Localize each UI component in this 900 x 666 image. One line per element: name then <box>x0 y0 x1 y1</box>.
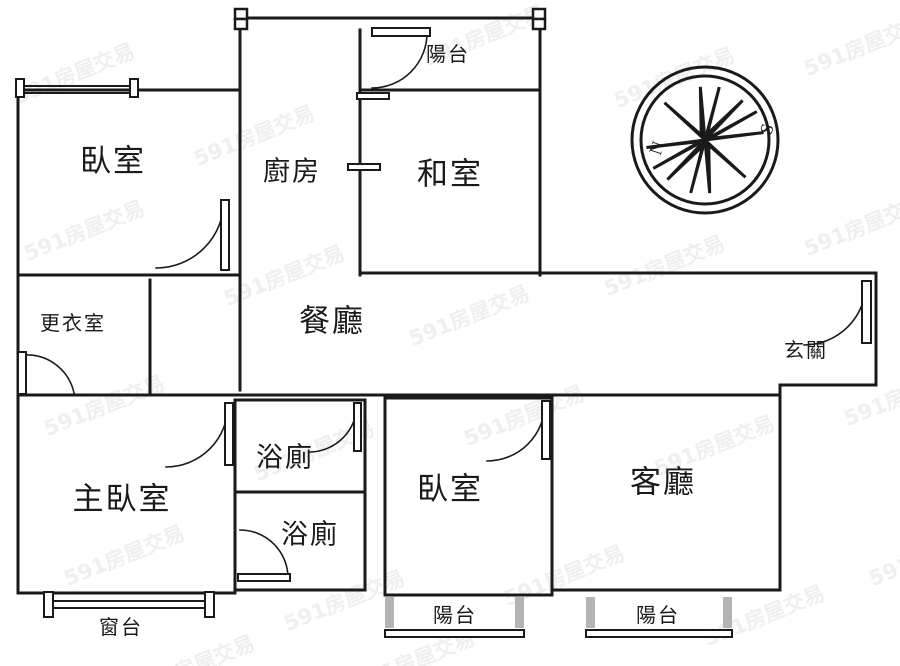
door-bedroom-bottom <box>486 400 551 462</box>
column-cap-left <box>233 7 249 31</box>
room-label-balcony-bottom-2: 陽台 <box>636 603 680 627</box>
room-label-bathroom-upper: 浴廁 <box>256 442 314 474</box>
door-master-bedroom <box>165 402 234 468</box>
compass-rose-graphic <box>630 65 780 215</box>
door-balcony-top <box>371 27 431 89</box>
room-label-balcony-top: 陽台 <box>426 42 470 66</box>
room-label-bedroom-bottom: 臥室 <box>417 471 483 508</box>
room-label-living-room: 客廳 <box>630 464 696 501</box>
column-cap-right <box>531 7 547 31</box>
room-label-dining-room: 餐廳 <box>299 303 365 340</box>
partition-tatami-mid <box>347 163 381 171</box>
partition-tatami-upper <box>356 92 390 100</box>
door-bathroom-lower <box>237 529 291 582</box>
door-dressing-room <box>17 351 75 395</box>
room-label-tatami-room: 和室 <box>417 156 483 193</box>
room-label-kitchen: 廚房 <box>263 156 321 188</box>
room-label-dressing-room: 更衣室 <box>40 311 106 335</box>
door-bathroom-upper <box>309 402 362 453</box>
room-label-entrance: 玄關 <box>784 338 828 362</box>
balcony-bottom-left <box>384 597 525 638</box>
window-bedroom-top-left <box>15 78 139 98</box>
room-label-window-sill: 窗台 <box>99 615 143 639</box>
door-entrance <box>803 280 872 346</box>
window-sill-master <box>43 591 215 618</box>
room-label-balcony-bottom-1: 陽台 <box>433 603 477 627</box>
balcony-bottom-right <box>585 597 733 638</box>
door-bedroom-top-left <box>155 199 230 271</box>
room-label-bathroom-lower: 浴廁 <box>281 519 339 551</box>
room-label-bedroom-top-left: 臥室 <box>80 143 146 180</box>
room-label-master-bedroom: 主臥室 <box>72 481 172 518</box>
